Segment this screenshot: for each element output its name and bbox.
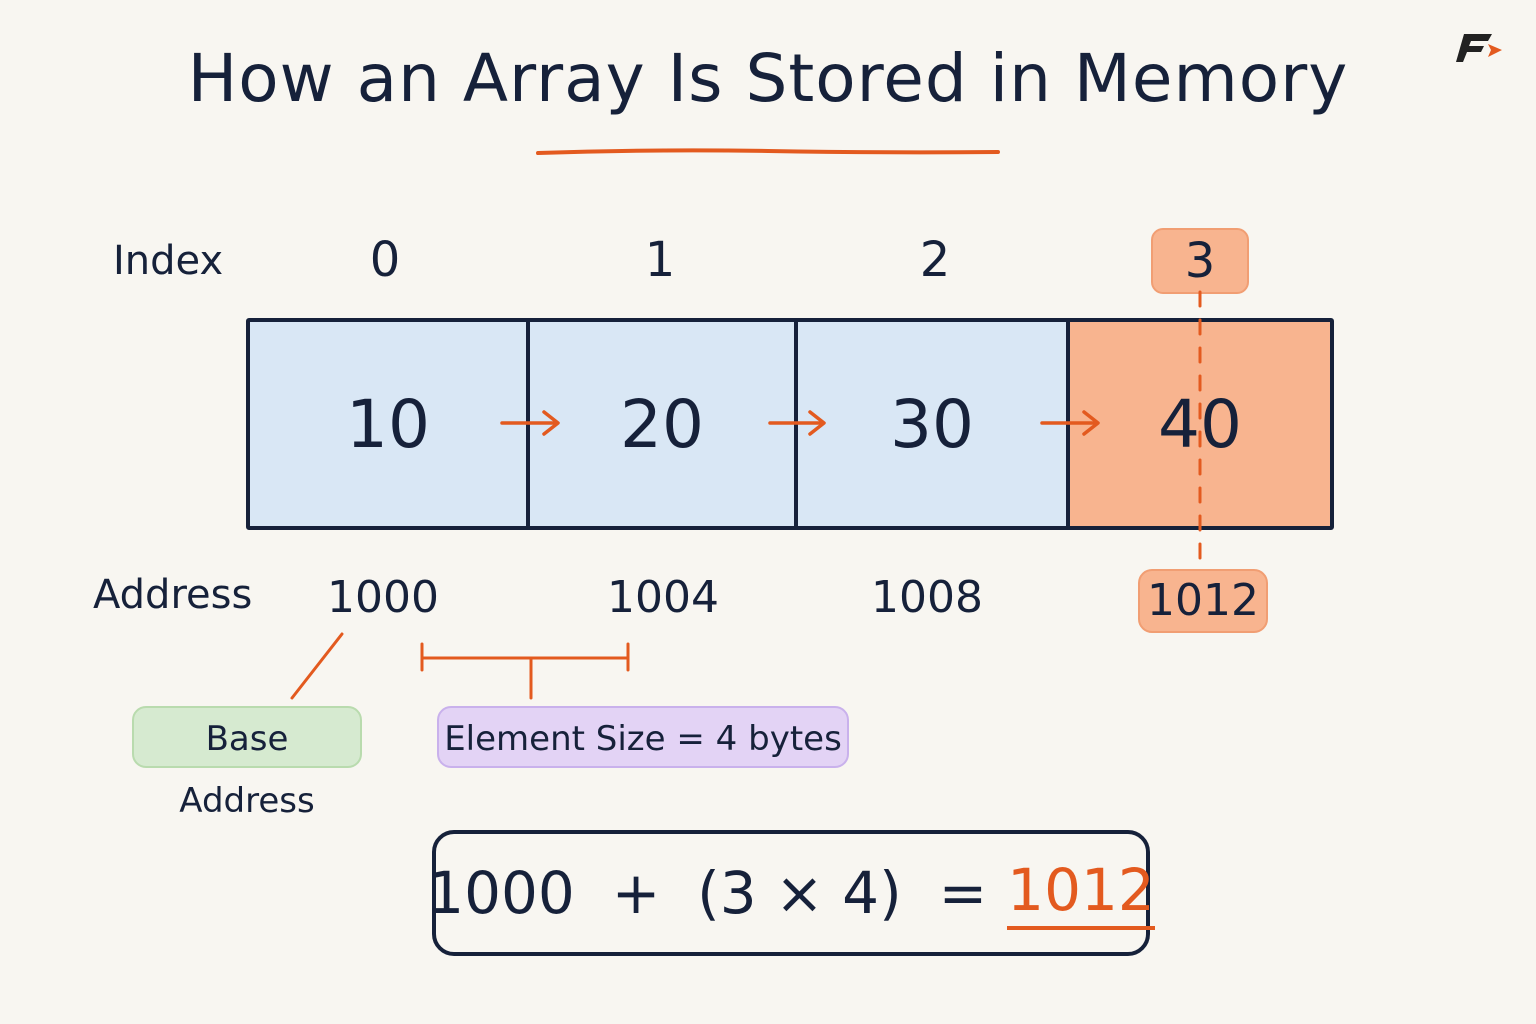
array-cell: 20	[530, 322, 798, 526]
array-cell-highlighted: 40	[1070, 322, 1330, 526]
index-row-label: Index	[113, 238, 224, 284]
index-label-highlighted: 3	[1151, 228, 1249, 294]
address-value: 1004	[607, 572, 719, 623]
base-address-pointer	[290, 632, 344, 700]
element-size-tag: Element Size = 4 bytes	[437, 706, 849, 768]
formula-result: 1012	[1007, 856, 1155, 930]
address-value-highlighted: 1012	[1138, 569, 1268, 633]
address-row-label: Address	[93, 572, 253, 618]
address-value: 1000	[327, 572, 439, 623]
formula-expression: 1000 + (3 × 4) =	[427, 859, 988, 927]
array-cell: 30	[798, 322, 1070, 526]
formula-box: 1000 + (3 × 4) = 1012	[427, 830, 1155, 956]
index-label: 0	[369, 232, 401, 288]
page-title: How an Array Is Stored in Memory	[187, 40, 1349, 117]
base-address-tag: Base Address	[132, 706, 362, 821]
element-size-bracket	[420, 642, 630, 700]
array-cell: 10	[250, 322, 530, 526]
title-underline	[536, 148, 1000, 155]
index-label: 1	[644, 232, 676, 288]
brand-logo-icon	[1456, 34, 1502, 62]
array-block: 10 20 30 40	[246, 318, 1334, 530]
address-value: 1008	[871, 572, 983, 623]
index-label: 2	[919, 232, 951, 288]
